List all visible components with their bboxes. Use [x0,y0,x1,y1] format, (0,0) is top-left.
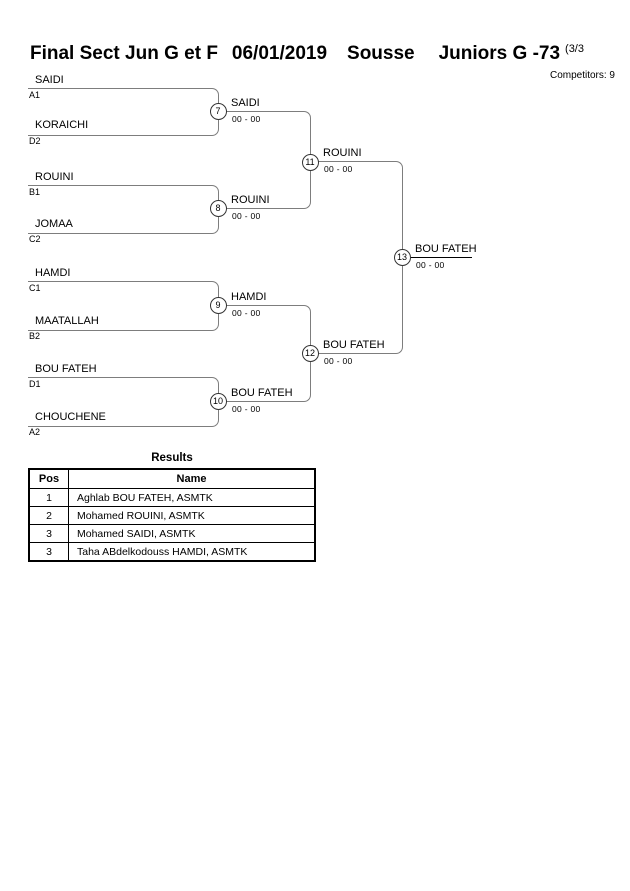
seed-label: A2 [29,427,41,437]
title-page-number: (3/3 [565,43,584,55]
bracket-connector [226,111,311,163]
seed-label: B2 [29,331,41,341]
match-number-circle: 7 [209,102,227,120]
result-row: 3 Mohamed SAIDI, ASMTK [28,524,316,543]
champion-score: 00 - 00 [416,260,445,270]
bracket-connector [318,161,403,258]
winner-name: ROUINI [231,194,270,206]
result-pos: 2 [28,506,69,525]
winner-name: HAMDI [231,291,267,303]
match-number-circle: 9 [209,296,227,314]
title-city: Sousse [347,43,415,64]
match-number-circle: 13 [393,248,411,266]
player-name: JOMAA [35,218,73,230]
player-name: HAMDI [35,267,71,279]
match-number-circle: 10 [209,392,227,410]
player-name: BOU FATEH [35,363,97,375]
result-pos: 3 [28,524,69,543]
result-row: 1 Aghlab BOU FATEH, ASMTK [28,488,316,507]
winner-name: SAIDI [231,97,260,109]
result-name: Aghlab BOU FATEH, ASMTK [68,488,316,507]
title-category: Juniors G -73 [438,43,561,64]
winner-score: 00 - 00 [324,164,353,174]
result-name: Mohamed ROUINI, ASMTK [68,506,316,525]
winner-name: BOU FATEH [323,339,385,351]
champion-name: BOU FATEH [415,243,477,255]
result-row: 2 Mohamed ROUINI, ASMTK [28,506,316,525]
player-name: CHOUCHENE [35,411,106,423]
champion-line [410,249,472,258]
seed-label: C2 [29,234,41,244]
result-pos: 1 [28,488,69,507]
bracket-connector [318,257,403,354]
player-name: KORAICHI [35,119,89,131]
seed-label: B1 [29,187,41,197]
result-name: Taha ABdelkodouss HAMDI, ASMTK [68,542,316,562]
player-name: SAIDI [35,74,64,86]
winner-score: 00 - 00 [232,211,261,221]
winner-name: BOU FATEH [231,387,293,399]
result-name: Mohamed SAIDI, ASMTK [68,524,316,543]
title-date: 06/01/2019 [231,43,328,64]
winner-score: 00 - 00 [232,308,261,318]
bracket-connector [226,305,311,354]
player-name: ROUINI [35,171,74,183]
winner-score: 00 - 00 [232,404,261,414]
result-row: 3 Taha ABdelkodouss HAMDI, ASMTK [28,542,316,562]
results-header-row: Pos Name [28,468,316,489]
seed-label: D1 [29,379,41,389]
results-header-name: Name [68,468,316,489]
bracket-connector [226,353,311,402]
page-title: Final Sect Jun G et F 06/01/2019 Sousse … [30,43,584,65]
results-table: Pos Name 1 Aghlab BOU FATEH, ASMTK 2 Moh… [28,468,316,562]
winner-score: 00 - 00 [324,356,353,366]
player-name: MAATALLAH [35,315,99,327]
winner-score: 00 - 00 [232,114,261,124]
competitors-count: Competitors: 9 [549,70,615,81]
seed-label: D2 [29,136,41,146]
result-pos: 3 [28,542,69,562]
results-title: Results [151,452,193,464]
bracket-connector [226,162,311,209]
title-event: Final Sect Jun G et F [30,43,218,64]
results-header-pos: Pos [28,468,69,489]
match-number-circle: 12 [301,344,319,362]
seed-label: C1 [29,283,41,293]
match-number-circle: 8 [209,200,227,217]
winner-name: ROUINI [323,147,362,159]
seed-label: A1 [29,90,41,100]
match-number-circle: 11 [301,153,319,171]
